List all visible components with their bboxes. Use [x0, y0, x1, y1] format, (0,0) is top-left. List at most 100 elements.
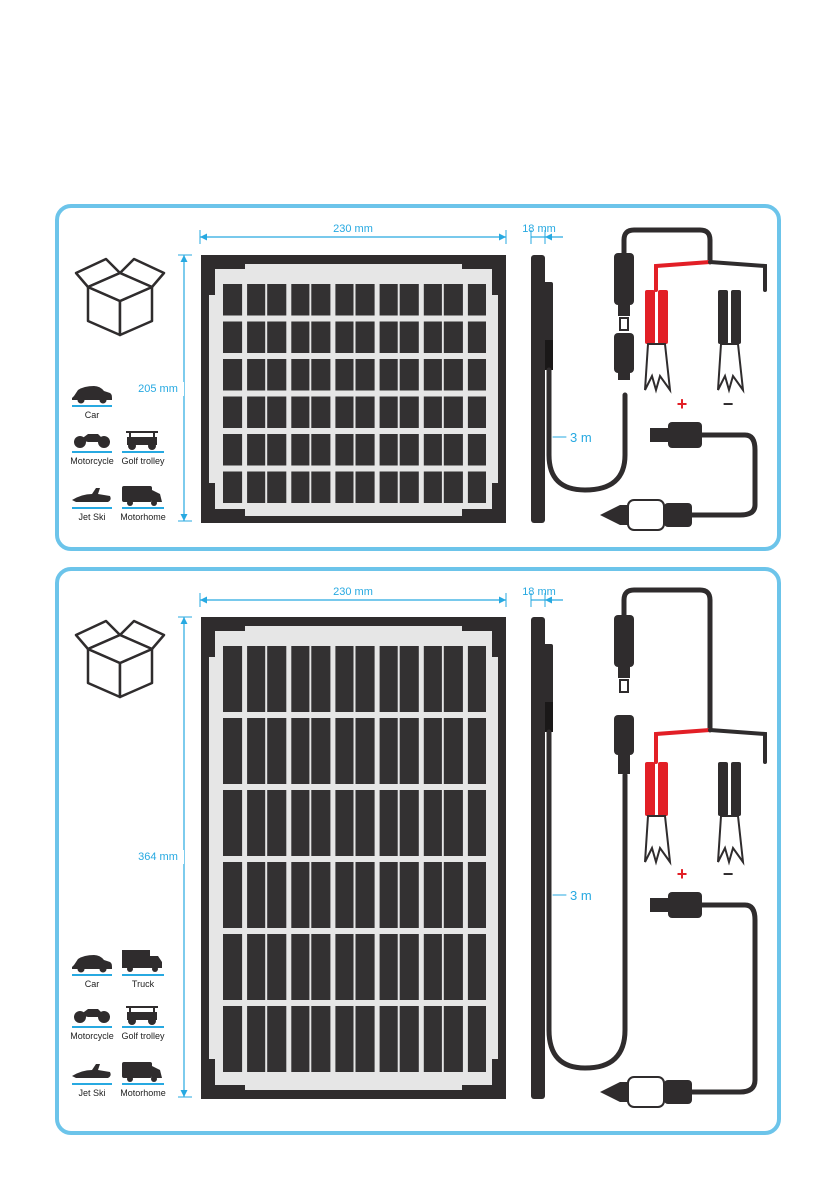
solar-cell — [400, 322, 419, 354]
solar-cell — [223, 646, 242, 712]
solar-cell — [267, 472, 286, 504]
solar-cell — [424, 322, 442, 354]
solar-cell — [291, 359, 309, 391]
solar-cell — [444, 472, 463, 504]
depth-label: 18 mm — [522, 586, 556, 598]
solar-panel-front — [201, 617, 506, 1099]
solar-cell — [356, 322, 375, 354]
solar-cell — [444, 718, 463, 784]
solar-cell — [335, 934, 353, 1000]
solar-cell — [223, 862, 242, 928]
solar-cell — [468, 862, 486, 928]
solar-cell — [356, 434, 375, 466]
solar-cell — [356, 359, 375, 391]
solar-cell — [400, 1006, 419, 1072]
solar-cell — [247, 397, 265, 429]
height-label: 205 mm — [138, 383, 178, 395]
solar-cell — [223, 284, 242, 316]
solar-cell — [311, 322, 330, 354]
solar-cell — [291, 1006, 309, 1072]
solar-cell — [380, 862, 398, 928]
solar-cell — [223, 790, 242, 856]
vehicle-label: Car — [85, 979, 100, 989]
solar-cell — [267, 434, 286, 466]
solar-cell — [247, 472, 265, 504]
solar-cell — [444, 322, 463, 354]
panel-card-2: Car Truck Motorcycle — [57, 569, 779, 1133]
solar-cell — [335, 646, 353, 712]
solar-cell — [335, 1006, 353, 1072]
solar-cell — [223, 934, 242, 1000]
solar-cell — [335, 284, 353, 316]
solar-cell — [400, 790, 419, 856]
solar-cell — [444, 359, 463, 391]
vehicle-label: Motorcycle — [70, 456, 114, 466]
negative-sign: − — [723, 864, 734, 884]
solar-cell — [311, 397, 330, 429]
solar-cell — [356, 472, 375, 504]
solar-cell — [267, 359, 286, 391]
solar-cell — [247, 790, 265, 856]
solar-cell — [356, 397, 375, 429]
solar-cell — [468, 434, 486, 466]
solar-cell — [247, 718, 265, 784]
solar-cell — [380, 322, 398, 354]
solar-cell — [444, 934, 463, 1000]
solar-cell — [424, 397, 442, 429]
solar-cell — [311, 434, 330, 466]
vehicle-label: Golf trolley — [121, 456, 165, 466]
solar-cell — [444, 1006, 463, 1072]
solar-cell — [468, 472, 486, 504]
solar-cell — [311, 790, 330, 856]
width-label: 230 mm — [333, 586, 373, 598]
solar-panel-front — [201, 255, 506, 523]
solar-cell — [380, 718, 398, 784]
solar-cell — [223, 1006, 242, 1072]
positive-sign: + — [677, 864, 688, 884]
solar-cell — [400, 284, 419, 316]
solar-cell — [444, 284, 463, 316]
solar-cell — [247, 322, 265, 354]
solar-cell — [356, 934, 375, 1000]
solar-cell — [311, 284, 330, 316]
solar-cell — [380, 1006, 398, 1072]
solar-cell — [291, 718, 309, 784]
solar-cell — [247, 934, 265, 1000]
solar-cell — [400, 934, 419, 1000]
solar-cell — [380, 646, 398, 712]
solar-cell — [247, 862, 265, 928]
solar-cell — [380, 397, 398, 429]
vehicle-label: Motorhome — [120, 512, 166, 522]
solar-cell — [468, 284, 486, 316]
solar-cell — [356, 718, 375, 784]
solar-cell — [424, 718, 442, 784]
solar-cell — [291, 284, 309, 316]
width-label: 230 mm — [333, 223, 373, 235]
vehicle-label: Motorhome — [120, 1088, 166, 1098]
solar-cell — [267, 284, 286, 316]
solar-cell — [424, 434, 442, 466]
solar-cell — [468, 359, 486, 391]
solar-cell — [335, 359, 353, 391]
solar-cell — [380, 359, 398, 391]
vehicle-label: Car — [85, 410, 100, 420]
solar-cell — [223, 397, 242, 429]
solar-cell — [400, 359, 419, 391]
solar-cell — [444, 397, 463, 429]
solar-cell — [380, 934, 398, 1000]
solar-cell — [267, 862, 286, 928]
solar-cell — [380, 284, 398, 316]
solar-cell — [400, 434, 419, 466]
solar-cell — [291, 434, 309, 466]
height-label: 364 mm — [138, 851, 178, 863]
solar-cell — [424, 472, 442, 504]
solar-cell — [444, 434, 463, 466]
solar-cell — [335, 434, 353, 466]
solar-cell — [424, 862, 442, 928]
solar-cell — [267, 718, 286, 784]
solar-cell — [356, 284, 375, 316]
solar-cell — [380, 790, 398, 856]
vehicle-label: Jet Ski — [78, 1088, 105, 1098]
solar-cell — [468, 718, 486, 784]
solar-cell — [400, 718, 419, 784]
